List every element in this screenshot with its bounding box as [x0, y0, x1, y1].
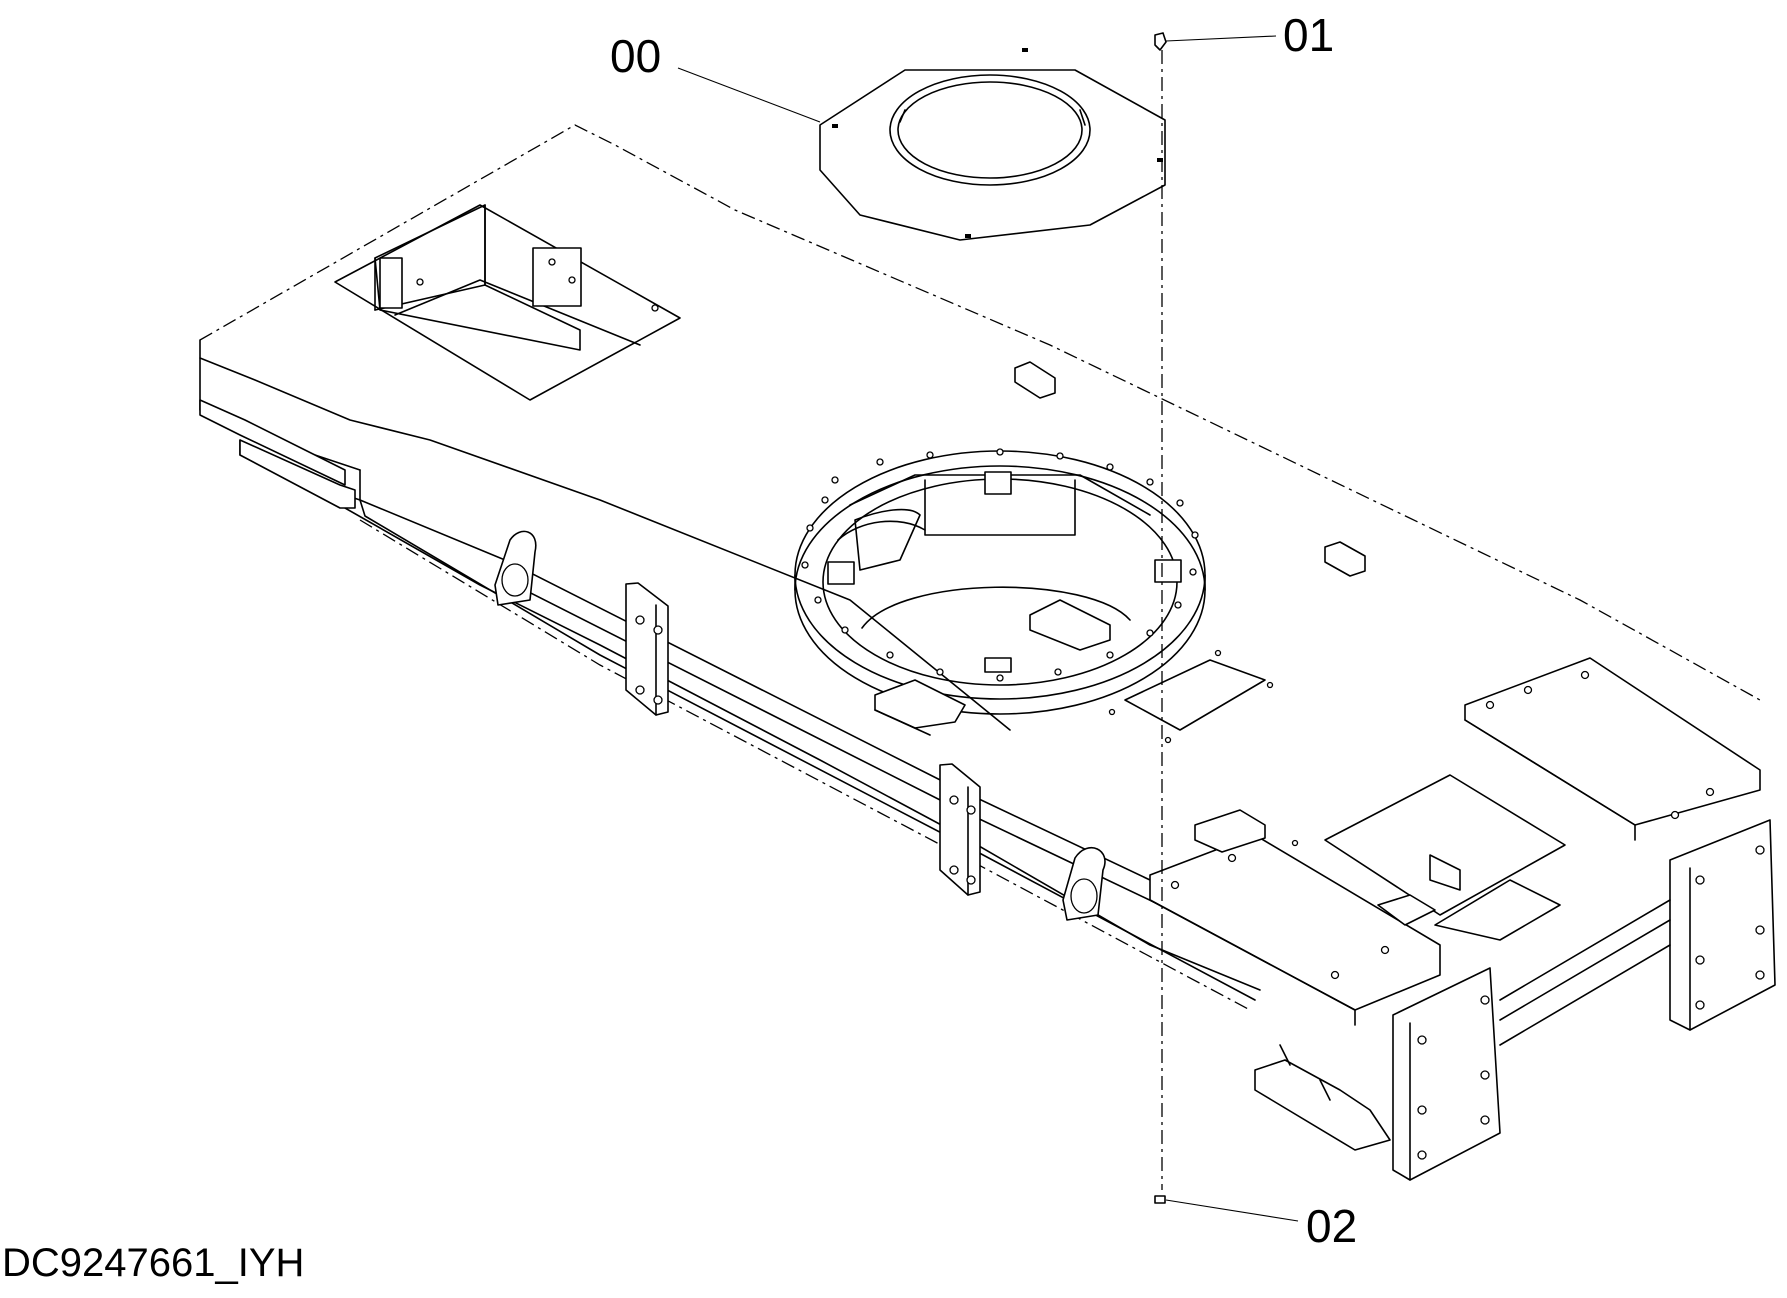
front-right-pad [1149, 809, 1441, 1026]
right-frame-opening [1324, 774, 1566, 941]
left-frame-opening [334, 204, 681, 401]
rear-end-plate [1669, 819, 1776, 1031]
callout-00: 00 [610, 30, 821, 123]
callout-01: 01 [1165, 9, 1334, 61]
center-access-hole [1124, 659, 1266, 731]
bottom-foot-block [1254, 1059, 1391, 1151]
upper-frame [199, 124, 1776, 1181]
callout-02: 02 [1165, 1199, 1357, 1252]
rear-right-pad [1464, 657, 1761, 841]
callout-02-label: 02 [1306, 1200, 1357, 1252]
front-end-plate [1392, 967, 1501, 1181]
side-plate-left [625, 582, 669, 716]
part-00-cover-plate [819, 48, 1166, 241]
swing-bearing-ring [794, 448, 1206, 715]
callout-01-label: 01 [1283, 9, 1334, 61]
part-01-bolt [1154, 32, 1167, 1190]
side-plate-middle [939, 763, 981, 896]
part-02-washer [1154, 1195, 1166, 1204]
callouts: 00 01 02 [610, 9, 1357, 1252]
frame-top-plate [199, 124, 1761, 701]
callout-00-label: 00 [610, 30, 661, 82]
drawing-code-label: DC9247661_IYH [2, 1241, 305, 1285]
